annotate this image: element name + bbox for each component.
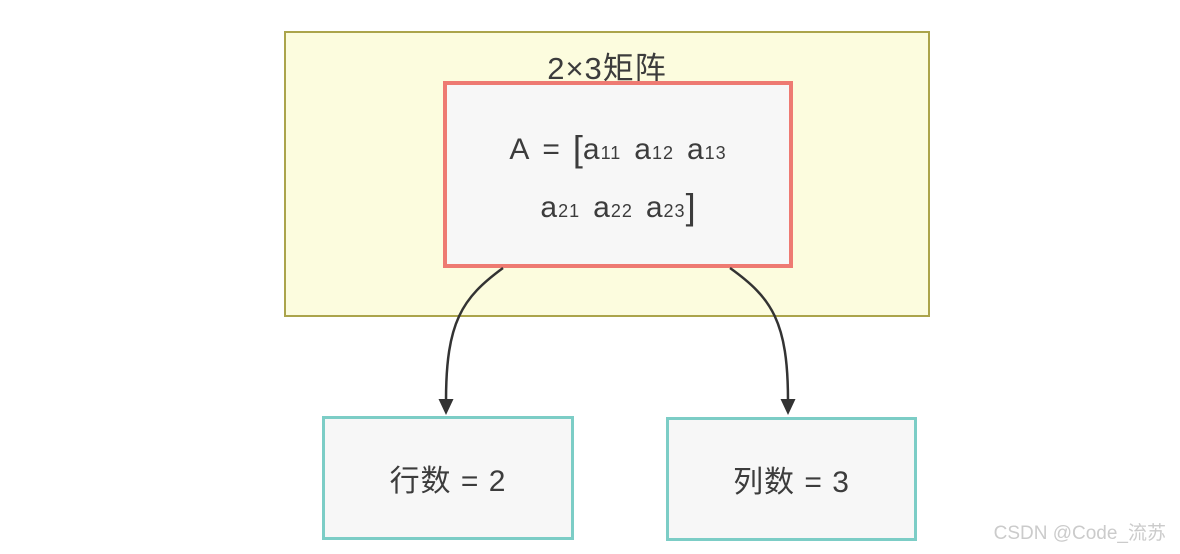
cols-label: 列数 = 3 bbox=[733, 466, 850, 499]
equals-sign: = bbox=[542, 132, 560, 166]
arrowhead-rows bbox=[438, 399, 454, 415]
cols-node: 列数 = 3 bbox=[666, 417, 917, 541]
matrix-var: A bbox=[509, 132, 530, 166]
rows-label: 行数 = 2 bbox=[389, 465, 507, 498]
watermark: CSDN @Code_流苏 bbox=[993, 523, 1166, 544]
matrix-group-title: 2×3矩阵 bbox=[547, 51, 667, 86]
arrowhead-cols bbox=[780, 399, 796, 415]
rows-node: 行数 = 2 bbox=[322, 416, 574, 540]
